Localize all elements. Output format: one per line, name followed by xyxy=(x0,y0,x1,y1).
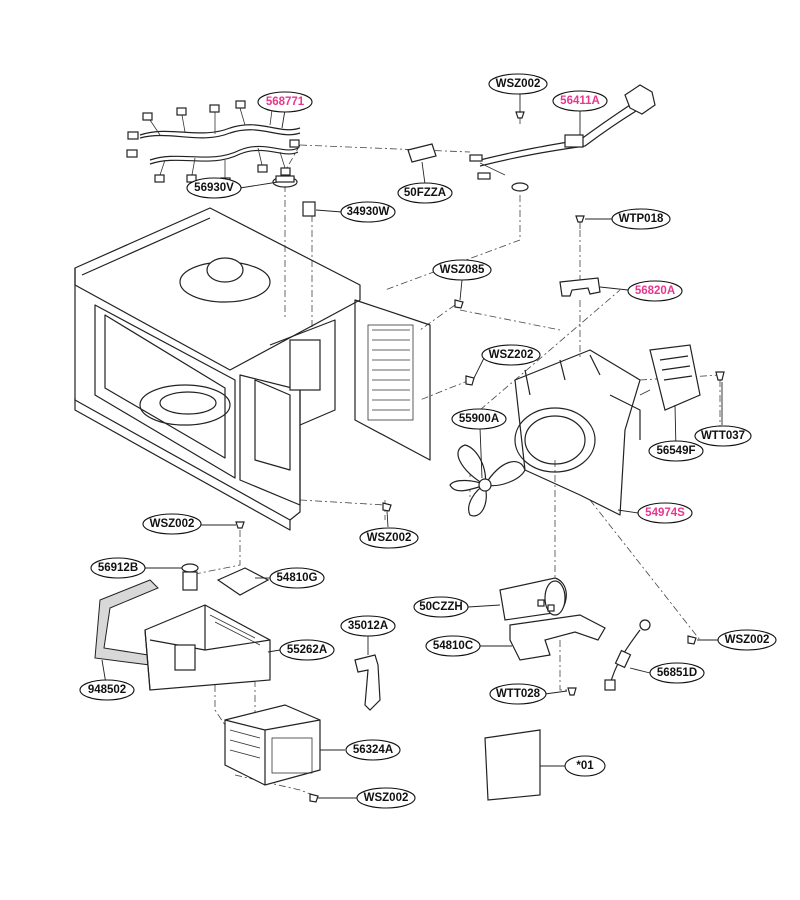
label-text: 54974S xyxy=(645,507,685,519)
label-wtt028[interactable]: WTT028 xyxy=(489,683,547,705)
cavity-assembly xyxy=(74,207,431,531)
label-wsz202[interactable]: WSZ202 xyxy=(481,344,541,366)
label-948502[interactable]: 948502 xyxy=(79,679,135,701)
screw-wtt028 xyxy=(567,687,577,696)
label-568771[interactable]: 568771 xyxy=(257,91,313,113)
label-text: WTP018 xyxy=(619,213,664,225)
bracket-56820a-part xyxy=(559,277,601,297)
label-text: WTT037 xyxy=(701,430,745,442)
label-text: 50CZZH xyxy=(419,601,462,613)
label-text: 54810G xyxy=(277,572,318,584)
bracket-54810c-part xyxy=(509,614,606,661)
label-text: WSZ002 xyxy=(725,634,770,646)
fan-housing-part xyxy=(514,349,641,516)
gasket-part xyxy=(94,579,159,666)
label-56411a[interactable]: 56411A xyxy=(552,90,608,112)
label-text: 56549F xyxy=(656,445,695,457)
label-text: 35012A xyxy=(348,620,388,632)
label-01[interactable]: *01 xyxy=(564,755,606,777)
label-text: 568771 xyxy=(266,96,305,108)
part-56912b xyxy=(181,563,199,591)
diode-part xyxy=(604,619,651,691)
label-wsz002-left[interactable]: WSZ002 xyxy=(142,513,202,535)
label-text: 55900A xyxy=(459,413,499,425)
hv-fuse-box-part xyxy=(639,344,701,411)
transformer-part xyxy=(144,604,271,691)
fuse-part xyxy=(407,143,437,163)
label-text: WSZ002 xyxy=(364,792,409,804)
label-56549f[interactable]: 56549F xyxy=(648,440,704,462)
screw-wsz002-right xyxy=(687,635,697,645)
label-text: 948502 xyxy=(88,684,126,696)
label-56851d[interactable]: 56851D xyxy=(649,662,705,684)
screw-wsz002-mid xyxy=(382,502,392,512)
label-text: WSZ002 xyxy=(496,78,541,90)
label-text: 56930V xyxy=(194,182,234,194)
label-34930w[interactable]: 34930W xyxy=(340,201,396,223)
grommet-part xyxy=(511,182,529,192)
label-wsz085[interactable]: WSZ085 xyxy=(432,259,492,281)
label-55900a[interactable]: 55900A xyxy=(451,408,507,430)
label-text: WSZ202 xyxy=(489,349,534,361)
label-text: *01 xyxy=(576,760,594,772)
screw-wsz002-bottom xyxy=(309,793,319,803)
clip-35012a-part xyxy=(354,654,381,711)
capacitor-part xyxy=(499,577,567,621)
label-text: 56411A xyxy=(560,95,600,107)
label-54810g[interactable]: 54810G xyxy=(269,567,325,589)
fan-blade-part xyxy=(449,444,526,517)
manual-booklet-part xyxy=(484,729,541,801)
label-text: 56324A xyxy=(353,744,393,756)
power-cord-part xyxy=(469,84,656,180)
label-wtt037[interactable]: WTT037 xyxy=(694,425,752,447)
magnetron-part xyxy=(224,704,321,786)
label-text: 50FZZA xyxy=(404,187,446,199)
label-text: WSZ002 xyxy=(150,518,195,530)
label-wsz002-bottom[interactable]: WSZ002 xyxy=(356,787,416,809)
label-54974s[interactable]: 54974S xyxy=(637,502,693,524)
label-text: 56851D xyxy=(657,667,697,679)
part-labels: 568771 56411A WSZ002 56930V 50FZZA 34930… xyxy=(79,73,777,809)
label-50czzh[interactable]: 50CZZH xyxy=(413,596,469,618)
label-wsz002-top[interactable]: WSZ002 xyxy=(488,73,548,95)
label-text: 56912B xyxy=(98,562,138,574)
label-wsz002-mid[interactable]: WSZ002 xyxy=(359,527,419,549)
screw-wtp018 xyxy=(575,215,585,229)
label-50fzza[interactable]: 50FZZA xyxy=(397,182,453,204)
label-56324a[interactable]: 56324A xyxy=(345,739,401,761)
screw-wsz085 xyxy=(454,299,464,309)
leader-lines xyxy=(101,93,723,799)
thermostat-part xyxy=(272,175,298,188)
screw-wsz002-left xyxy=(235,521,245,529)
label-text: WSZ002 xyxy=(367,532,412,544)
label-54810c[interactable]: 54810C xyxy=(425,635,481,657)
label-35012a[interactable]: 35012A xyxy=(340,615,396,637)
wire-harness-part xyxy=(126,100,301,186)
screw-wtt037 xyxy=(715,371,725,381)
switch-part xyxy=(302,201,316,217)
assembly-guide-lines xyxy=(189,144,721,798)
label-wtp018[interactable]: WTP018 xyxy=(611,208,671,230)
label-text: 54810C xyxy=(433,640,473,652)
label-text: 56820A xyxy=(635,285,675,297)
bracket-54810g-part xyxy=(216,567,270,596)
label-55262a[interactable]: 55262A xyxy=(279,639,335,661)
screw-wsz002-top xyxy=(515,111,525,124)
label-text: WSZ085 xyxy=(440,264,485,276)
label-56930v[interactable]: 56930V xyxy=(186,177,242,199)
label-56912b[interactable]: 56912B xyxy=(90,557,146,579)
label-56820a[interactable]: 56820A xyxy=(627,280,683,302)
label-text: WTT028 xyxy=(496,688,541,700)
label-wsz002-right[interactable]: WSZ002 xyxy=(717,629,777,651)
screw-wsz202 xyxy=(465,375,475,386)
label-text: 34930W xyxy=(347,206,390,218)
label-text: 55262A xyxy=(287,644,327,656)
